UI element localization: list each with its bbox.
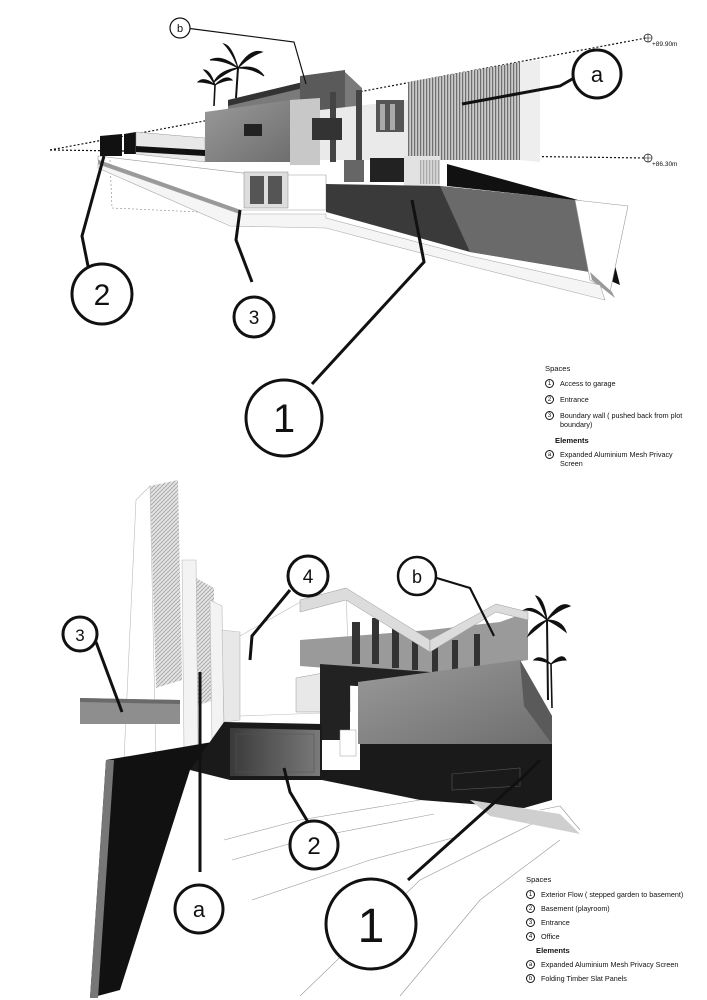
legend-marker: 1 xyxy=(526,890,535,899)
svg-text:2: 2 xyxy=(307,833,320,860)
legend-bottom: Spaces 1 Exterior Flow ( stepped garden … xyxy=(526,875,704,988)
legend-item: a Expanded Aluminium Mesh Privacy Screen xyxy=(545,450,695,468)
legend-marker: 3 xyxy=(545,411,554,420)
callout-leader-b-top xyxy=(185,27,307,85)
concrete-volume xyxy=(358,660,552,744)
mesh-privacy-screen-bottom xyxy=(150,480,182,688)
legend-elements-header: Elements xyxy=(536,946,570,955)
legend-item: 3 Entrance xyxy=(526,918,704,927)
legend-label: Entrance xyxy=(560,395,589,404)
legend-item: 4 Office xyxy=(526,932,704,941)
callout-a-bottom: a xyxy=(173,883,225,935)
svg-text:2: 2 xyxy=(94,279,111,312)
callout-3-bottom: 3 xyxy=(61,615,99,653)
legend-item: a Expanded Aluminium Mesh Privacy Screen xyxy=(526,960,704,969)
legend-label: Boundary wall ( pushed back from plot bo… xyxy=(560,411,683,429)
level-label-upper: +89.90m xyxy=(652,41,677,48)
svg-text:3: 3 xyxy=(249,308,260,329)
legend-top: Spaces 1 Access to garage 2 Entrance 3 B… xyxy=(545,364,695,475)
callout-b-bottom: b xyxy=(396,555,438,597)
legend-marker: 1 xyxy=(545,379,554,388)
svg-text:3: 3 xyxy=(75,626,84,645)
callout-2-bottom: 2 xyxy=(288,819,340,871)
entrance-gate xyxy=(100,134,122,156)
legend-label: Expanded Aluminium Mesh Privacy Screen xyxy=(560,450,673,468)
callout-1-top: 1 xyxy=(244,378,324,458)
legend-spaces-header: Spaces xyxy=(526,875,552,884)
legend-marker: b xyxy=(526,974,535,983)
legend-label: Folding Timber Slat Panels xyxy=(541,974,627,983)
palm-tree xyxy=(196,43,265,107)
svg-text:4: 4 xyxy=(303,567,314,588)
legend-label: Basement (playroom) xyxy=(541,904,610,913)
mesh-privacy-screen xyxy=(408,62,520,160)
legend-marker: a xyxy=(526,960,535,969)
legend-label: Access to garage xyxy=(560,379,616,388)
legend-item: 2 Entrance xyxy=(545,395,695,404)
legend-item: 1 Access to garage xyxy=(545,379,695,388)
callout-b-top: b xyxy=(169,17,191,39)
svg-text:b: b xyxy=(177,23,183,35)
entrance-canopy xyxy=(80,698,180,724)
black-wall xyxy=(90,740,224,998)
legend-marker: a xyxy=(545,450,554,459)
svg-text:a: a xyxy=(591,62,604,87)
legend-item: 2 Basement (playroom) xyxy=(526,904,704,913)
legend-label: Entrance xyxy=(541,918,570,927)
legend-label: Expanded Aluminium Mesh Privacy Screen xyxy=(541,960,679,969)
legend-item: 1 Exterior Flow ( stepped garden to base… xyxy=(526,890,704,899)
callout-a-top: a xyxy=(571,48,623,100)
svg-text:1: 1 xyxy=(358,900,385,953)
legend-marker: 2 xyxy=(545,395,554,404)
legend-marker: 2 xyxy=(526,904,535,913)
callout-1-bottom: 1 xyxy=(324,877,418,971)
callout-leader-b-bottom xyxy=(429,574,495,637)
svg-text:a: a xyxy=(193,897,206,922)
level-marker-upper xyxy=(643,33,653,43)
svg-text:b: b xyxy=(412,567,422,587)
legend-elements-header: Elements xyxy=(555,436,589,445)
legend-label: Exterior Flow ( stepped garden to baseme… xyxy=(541,890,684,899)
callout-2-top: 2 xyxy=(70,262,134,326)
bottom-perspective-drawing: 1 2 3 4 a b xyxy=(61,480,581,998)
callout-leaders-top xyxy=(80,76,575,386)
palm-tree-bottom xyxy=(522,595,572,709)
top-elevation-drawing: +89.90m +86.30m xyxy=(49,17,677,458)
level-marker-lower xyxy=(643,153,653,163)
legend-item: b Folding Timber Slat Panels xyxy=(526,974,704,983)
legend-marker: 4 xyxy=(526,932,535,941)
callout-3-top: 3 xyxy=(232,295,276,339)
legend-marker: 3 xyxy=(526,918,535,927)
lower-level-line xyxy=(49,149,647,159)
legend-item: 3 Boundary wall ( pushed back from plot … xyxy=(545,411,695,429)
callout-4-bottom: 4 xyxy=(286,554,330,598)
legend-label: Office xyxy=(541,932,560,941)
callout-leaders-bottom xyxy=(94,589,542,882)
level-label-lower: +86.30m xyxy=(652,161,677,168)
svg-text:1: 1 xyxy=(273,397,295,441)
legend-spaces-header: Spaces xyxy=(545,364,571,373)
